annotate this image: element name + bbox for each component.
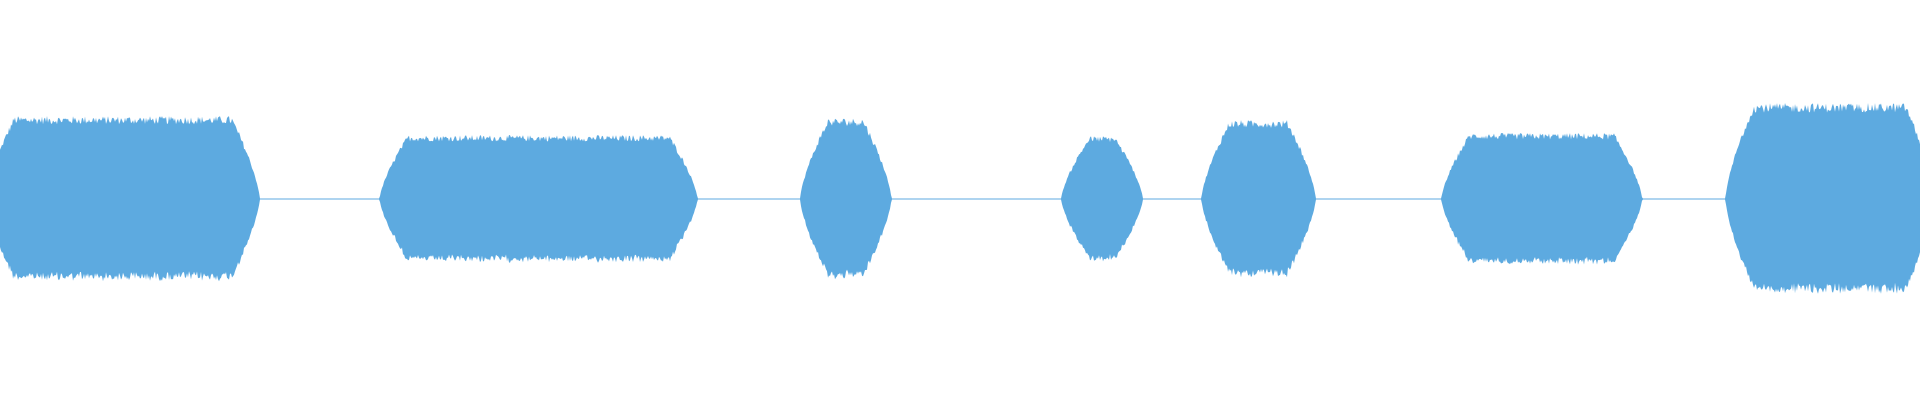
waveform-shape xyxy=(0,103,1920,294)
